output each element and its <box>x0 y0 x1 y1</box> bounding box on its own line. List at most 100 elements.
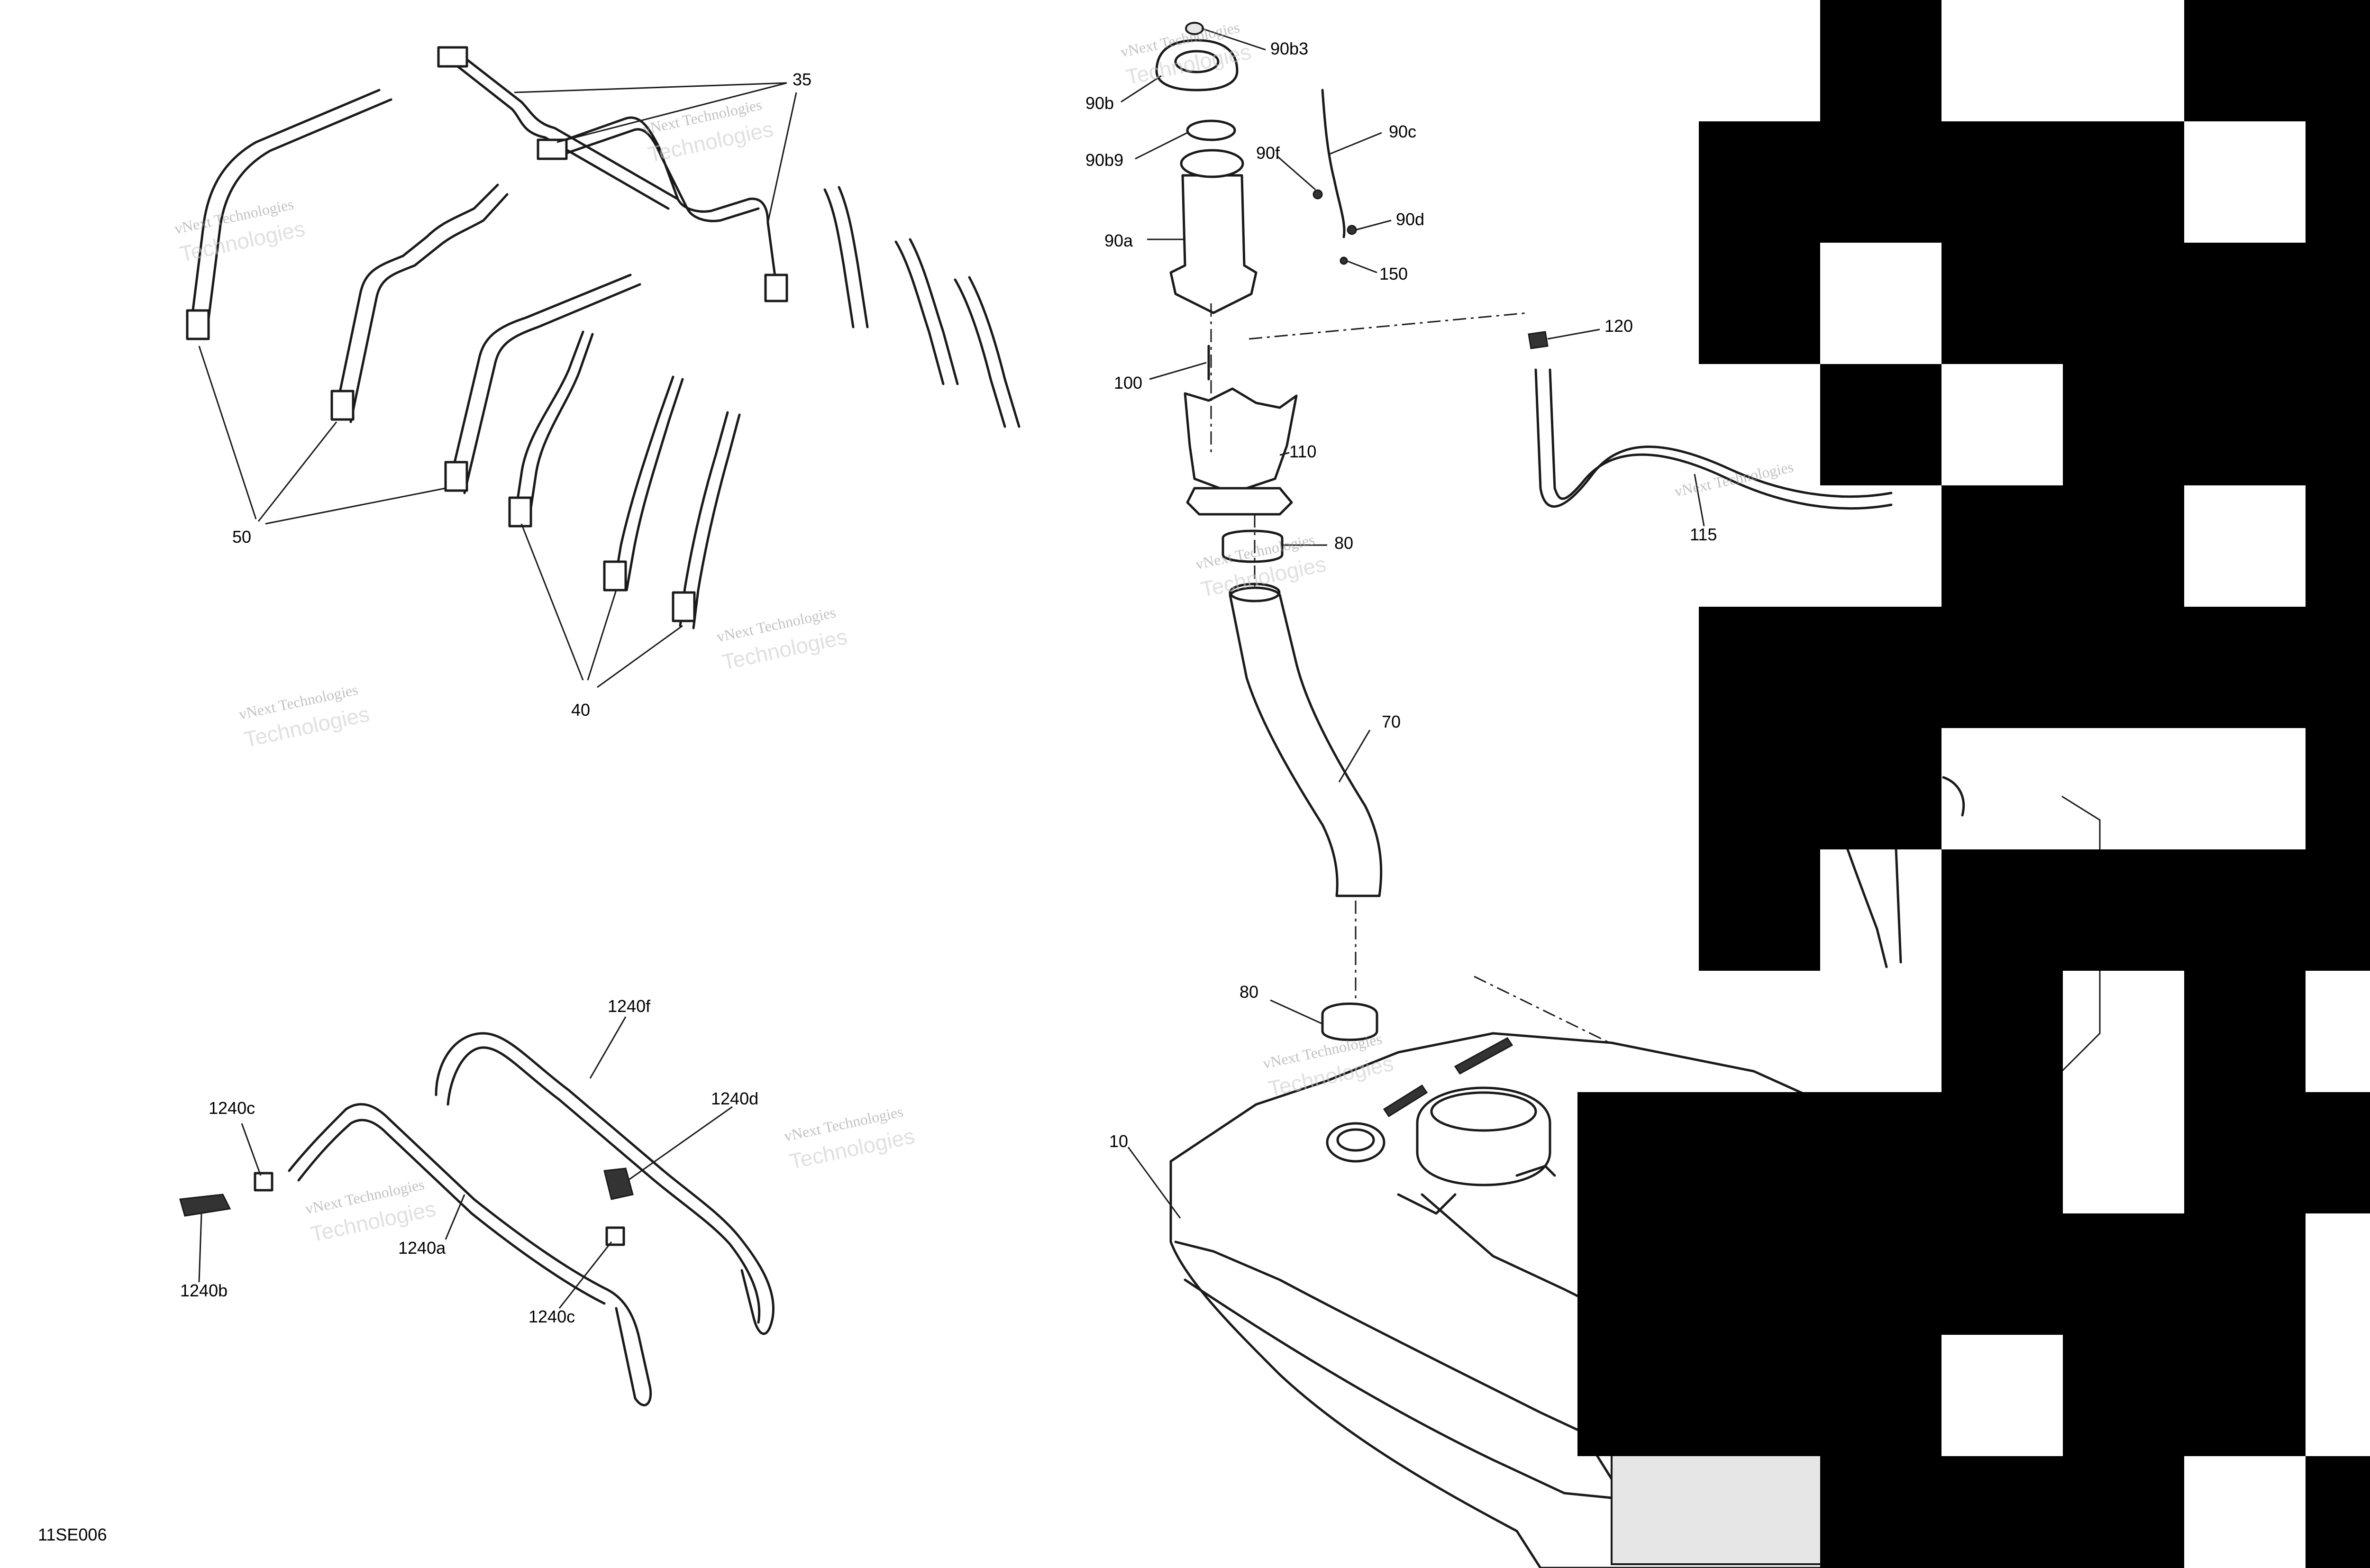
callout-1240c-bottom: 1240c <box>529 1307 575 1326</box>
mask-block <box>2306 1092 2370 1213</box>
strap-35-a-clip <box>437 46 468 68</box>
callout-90f: 90f <box>1256 143 1280 163</box>
strap-40-a-clip <box>508 496 532 528</box>
part-110-base <box>1186 487 1293 516</box>
part-1240a-hose <box>288 1103 652 1406</box>
callout-80-lower: 80 <box>1240 982 1258 1002</box>
mask-block <box>1942 485 2184 607</box>
callout-1240b: 1240b <box>180 1281 228 1300</box>
callout-115: 115 <box>1690 525 1717 544</box>
callout-80-upper: 80 <box>1334 533 1353 553</box>
leader-50 <box>198 346 446 525</box>
callout-70: 70 <box>1382 712 1401 731</box>
filler-neck-assembly <box>1155 22 1383 1041</box>
leader-10 <box>1127 1147 1181 1219</box>
part-80-clamp-upper <box>1221 529 1284 563</box>
part-90b9-gasket <box>1186 119 1236 141</box>
mask-block <box>1699 728 1942 849</box>
leader-35 <box>514 82 797 223</box>
strap-50-a-clip <box>186 309 210 340</box>
callout-90a: 90a <box>1104 231 1133 250</box>
strap-35-group <box>437 46 788 302</box>
part-80-clamp-lower <box>1321 1003 1378 1041</box>
mask-block <box>1577 1092 2063 1213</box>
callout-1240f: 1240f <box>608 996 651 1016</box>
tank-pump-ring-top <box>1430 1091 1537 1132</box>
mask-block <box>1699 849 1820 971</box>
callout-100: 100 <box>1114 373 1142 392</box>
mask-block <box>2306 728 2370 849</box>
tank-mark-2 <box>1515 1165 1556 1177</box>
strap-50-b-clip <box>330 390 355 421</box>
mask-block <box>2184 971 2306 1092</box>
mask-block <box>1699 607 2370 728</box>
leader-100 <box>1149 362 1207 380</box>
part-1240c-clamp-top <box>254 1172 273 1192</box>
leader-90b3 <box>1201 27 1266 51</box>
leader-1240f <box>589 1016 627 1079</box>
assembly-line-neck <box>1249 312 1529 340</box>
mask-block <box>2306 121 2370 243</box>
strap-40-b <box>612 375 684 592</box>
callout-40: 40 <box>571 700 590 720</box>
callout-90b: 90b <box>1085 93 1114 113</box>
mask-block <box>1699 121 2184 243</box>
leader-lines <box>198 27 1705 1309</box>
strap-40-b-clip <box>603 560 627 592</box>
strap-40-c <box>679 411 741 629</box>
mask-block <box>1577 1213 2063 1335</box>
strap-35-b-clip <box>537 138 568 160</box>
mask-block <box>1820 0 1942 121</box>
callout-90c: 90c <box>1389 122 1416 141</box>
part-1240c-clamp-bottom <box>605 1226 625 1246</box>
tank-ridge-2 <box>1184 1278 1613 1499</box>
tank-label-strip-a <box>1383 1084 1428 1118</box>
part-1240f-hose <box>435 1032 775 1335</box>
part-115-vent-hose <box>1534 368 1893 510</box>
part-90d-clip <box>1347 225 1357 235</box>
part-110-funnel <box>1184 387 1298 494</box>
leader-1240b <box>198 1213 202 1283</box>
mask-block <box>2184 0 2370 121</box>
callout-120: 120 <box>1604 316 1633 336</box>
leader-80-lower <box>1270 999 1323 1025</box>
part-90a-neck-top <box>1180 149 1244 178</box>
leader-115 <box>1694 474 1705 527</box>
part-1240d-fitting <box>603 1167 634 1200</box>
leader-1240c-top <box>241 1123 262 1176</box>
leader-70 <box>1338 729 1371 783</box>
part-120-connector <box>1528 331 1549 349</box>
mask-block <box>1699 243 1820 364</box>
mask-block <box>1942 849 2370 971</box>
leader-90f <box>1277 155 1316 191</box>
leader-110 <box>1279 452 1290 456</box>
hose-1240-group <box>179 1032 775 1406</box>
tank-label-strip-b <box>1454 1037 1513 1075</box>
callout-110: 110 <box>1289 442 1316 461</box>
part-90f-clip <box>1313 189 1323 200</box>
leader-1240c-bottom <box>558 1241 612 1309</box>
mask-block <box>2306 485 2370 607</box>
strap-40-group <box>508 330 741 629</box>
tank-filler-port-inner <box>1336 1128 1375 1152</box>
mask-block <box>1820 364 1942 485</box>
mask-block <box>1942 971 2063 1092</box>
part-150-fastener <box>1340 256 1348 265</box>
leader-1240a <box>445 1194 465 1240</box>
leader-1240d <box>628 1106 733 1181</box>
part-90b-cap-top <box>1174 50 1220 73</box>
strap-50-a <box>188 89 392 339</box>
strap-50-group <box>186 89 641 494</box>
leader-90d <box>1355 219 1392 231</box>
leader-90b <box>1121 75 1162 103</box>
callout-150: 150 <box>1379 264 1408 283</box>
callout-1240d: 1240d <box>711 1089 758 1108</box>
callout-90d: 90d <box>1396 210 1424 229</box>
callout-1240c-top: 1240c <box>209 1098 255 1118</box>
tank-ridge-1 <box>1174 1240 1850 1471</box>
tank-mark-1 <box>1397 1193 1457 1215</box>
callout-90b9: 90b9 <box>1085 150 1123 170</box>
leader-90b9 <box>1135 132 1188 160</box>
part-90b-cap <box>1155 39 1239 91</box>
